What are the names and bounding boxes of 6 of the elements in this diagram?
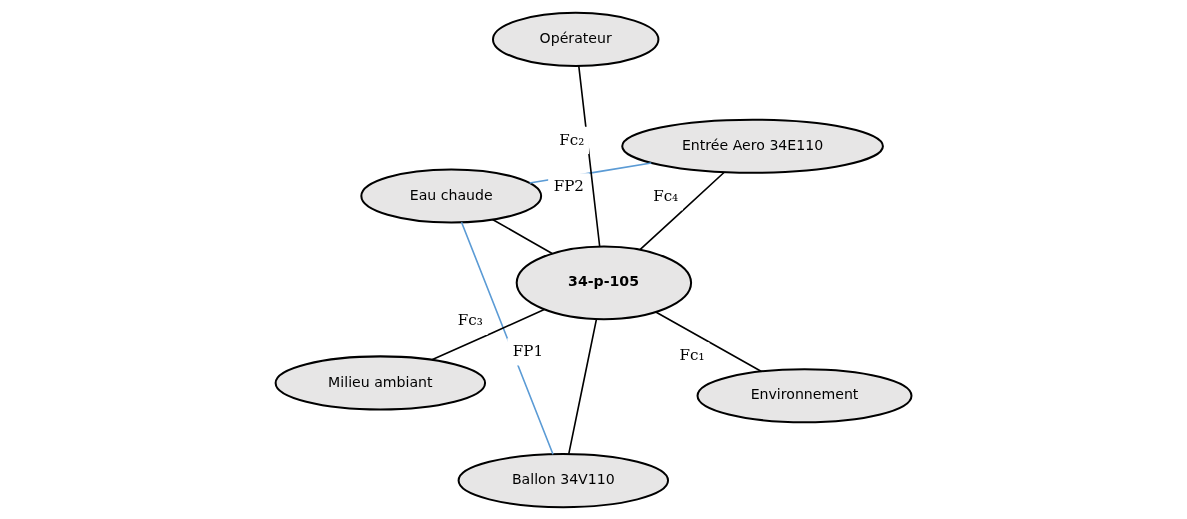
edge-label: FP1 xyxy=(512,341,544,360)
edge-label: Fc₄ xyxy=(653,186,679,205)
edge-label: FP2 xyxy=(553,176,584,195)
edge-label: Fc₁ xyxy=(679,345,705,364)
edge-label: Fc₂ xyxy=(559,130,585,148)
edge-label: Fc₃ xyxy=(457,310,483,329)
